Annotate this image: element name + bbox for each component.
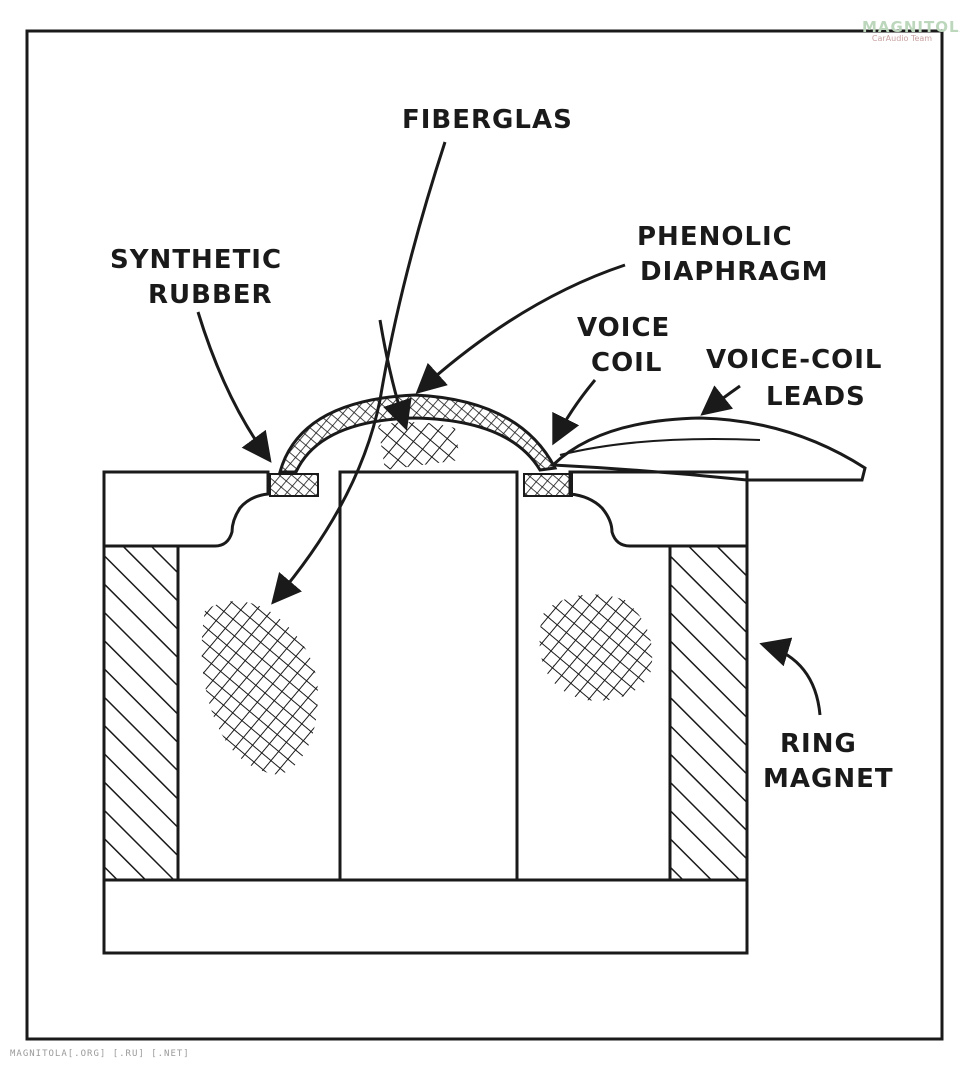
phenolic-diaphragm xyxy=(278,393,558,474)
voice-coil-leads xyxy=(549,416,867,482)
synthetic-arrow xyxy=(196,311,272,463)
ring-arrow xyxy=(759,637,822,716)
top-plate-right xyxy=(568,470,749,548)
dome-fill xyxy=(378,422,460,470)
ring-magnet-right xyxy=(668,544,749,882)
label-synthetic: SYNTHETIC xyxy=(110,245,282,275)
label-leads: LEADS xyxy=(766,382,866,412)
phenolic-arrow xyxy=(415,263,626,395)
fiberglas-arrow-2 xyxy=(378,319,412,431)
base-plate xyxy=(102,878,749,955)
flux-region-right xyxy=(539,594,653,701)
watermark-logo: MAGNITOLA CarAudio Team xyxy=(862,18,960,52)
top-plate-left xyxy=(102,470,270,548)
voice-coil-arrow xyxy=(552,379,597,446)
voice-coil-winding xyxy=(523,473,573,497)
synthetic-rubber-left xyxy=(269,473,319,497)
label-magnet: MAGNET xyxy=(763,764,894,794)
label-coil: COIL xyxy=(591,348,662,378)
label-ring: RING xyxy=(780,729,857,759)
ring-magnet-left xyxy=(102,544,180,882)
footer-text: MAGNITOLA[.ORG] [.RU] [.NET] xyxy=(10,1049,190,1059)
label-diaphragm: DIAPHRAGM xyxy=(640,257,829,287)
watermark-title: MAGNITOLA xyxy=(862,18,960,36)
watermark-subtitle: CarAudio Team xyxy=(871,34,933,43)
label-rubber: RUBBER xyxy=(148,280,273,310)
pole-piece xyxy=(338,470,519,882)
label-phenolic: PHENOLIC xyxy=(637,222,793,252)
flux-region-left xyxy=(201,601,319,775)
label-fiberglas: FIBERGLAS xyxy=(402,105,573,135)
leads-arrow xyxy=(700,384,741,416)
label-voice: VOICE xyxy=(577,313,670,343)
label-voice-coil: VOICE-COIL xyxy=(706,345,883,375)
outer-frame xyxy=(25,29,944,1041)
fiberglas-arrow xyxy=(271,141,447,605)
